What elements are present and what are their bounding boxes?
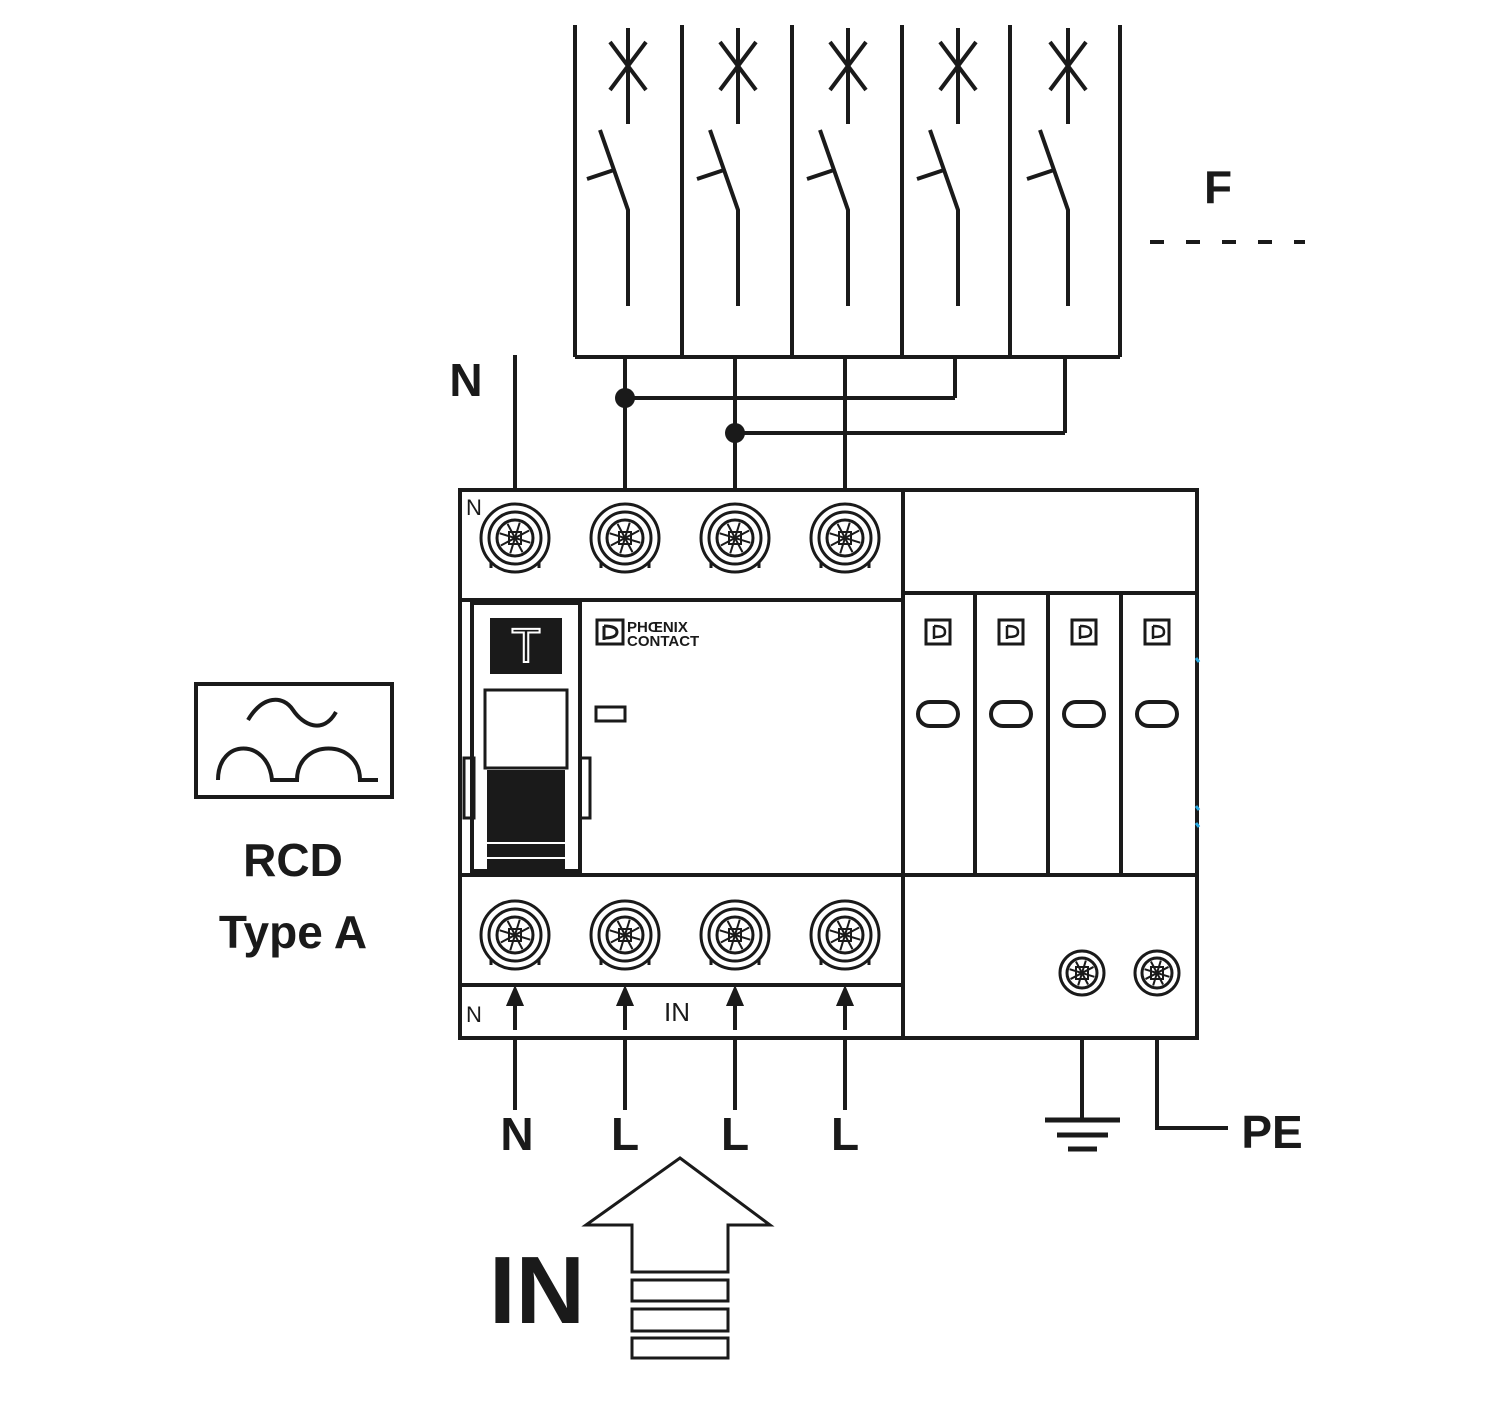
rcd-label: RCD bbox=[243, 834, 343, 886]
brand-line1: PHŒNIX bbox=[627, 619, 688, 636]
bottom-n-label: N bbox=[500, 1108, 533, 1160]
fuse-block bbox=[573, 25, 1122, 359]
terminal-n-bottom-label: N bbox=[466, 1002, 482, 1027]
terminal-screw-icon bbox=[1058, 949, 1106, 997]
rcd-type-a-symbol bbox=[194, 682, 394, 799]
junction-dot bbox=[615, 388, 635, 408]
terminal-screw-icon bbox=[699, 502, 771, 574]
terminal-screws bbox=[479, 502, 1181, 997]
switch-symbol-5 bbox=[1026, 28, 1088, 306]
input-arrow-icon bbox=[581, 1156, 775, 1360]
switch-symbol-2 bbox=[696, 28, 758, 306]
terminal-in-label: IN bbox=[664, 997, 690, 1027]
junction-dot bbox=[725, 423, 745, 443]
bottom-l3-label: L bbox=[831, 1108, 859, 1160]
terminal-screw-icon bbox=[589, 502, 661, 574]
wiring-top bbox=[513, 355, 1067, 492]
switch-symbol-3 bbox=[806, 28, 868, 306]
brand-line2: CONTACT bbox=[627, 633, 699, 650]
spd-logo-icon bbox=[1070, 618, 1098, 646]
terminal-n-top-label: N bbox=[466, 495, 482, 520]
ground-icon bbox=[1045, 1117, 1120, 1152]
test-button bbox=[490, 618, 562, 674]
terminal-screw-icon bbox=[589, 899, 661, 971]
status-window bbox=[594, 705, 627, 723]
terminal-screw-icon bbox=[479, 899, 551, 971]
terminal-screw-icon bbox=[479, 502, 551, 574]
switch-symbol-4 bbox=[916, 28, 978, 306]
spd-logo-icon bbox=[1143, 618, 1171, 646]
bottom-l2-label: L bbox=[721, 1108, 749, 1160]
wiring-bottom bbox=[513, 1038, 1228, 1130]
input-label: IN bbox=[489, 1237, 585, 1344]
rcd-lever bbox=[487, 770, 565, 872]
neutral-top-label: N bbox=[449, 354, 482, 406]
spd-indicators bbox=[916, 700, 1179, 728]
rcd-type-label: Type A bbox=[219, 906, 367, 958]
spd-logo-icon bbox=[924, 618, 952, 646]
switch-symbol-1 bbox=[586, 28, 648, 306]
terminal-screw-icon bbox=[699, 899, 771, 971]
spd-logo-icon bbox=[997, 618, 1025, 646]
spd-logos bbox=[924, 618, 1171, 646]
pe-label: PE bbox=[1241, 1106, 1302, 1158]
test-button-label: T bbox=[511, 620, 540, 673]
phoenix-contact-logo: PHŒNIX CONTACT bbox=[595, 618, 699, 650]
terminal-screw-icon bbox=[809, 899, 881, 971]
accent-marks bbox=[1194, 657, 1201, 828]
fuse-label: F bbox=[1204, 161, 1232, 213]
bottom-l1-label: L bbox=[611, 1108, 639, 1160]
terminal-screw-icon bbox=[809, 502, 881, 574]
terminal-screw-icon bbox=[1133, 949, 1181, 997]
input-terminal-arrows bbox=[505, 984, 855, 1030]
rcd-housing bbox=[458, 488, 1199, 1040]
